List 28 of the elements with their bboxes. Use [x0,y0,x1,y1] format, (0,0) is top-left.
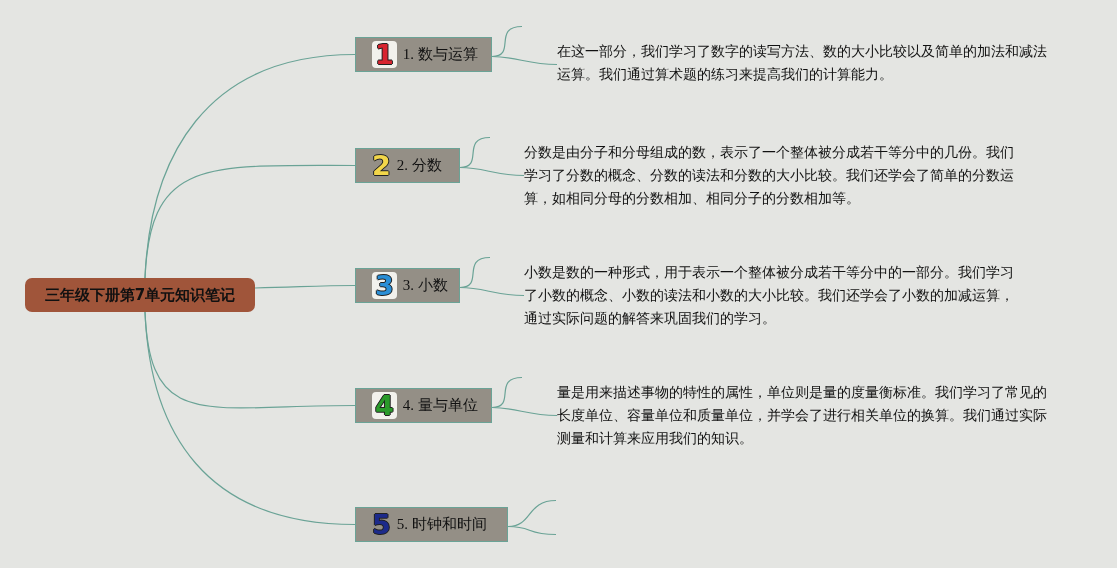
branch-line [491,406,558,417]
topic-box [355,268,460,303]
branch-line [254,284,356,289]
topic-label: 2. 分数 [396,156,442,175]
number-marker: 3 [372,272,397,299]
root-topic-box: 三年级下册第7单元知识笔记 [25,278,255,312]
description-text: 量是用来描述事物的特性的属性，单位则是量的度量衡标准。我们学习了常见的长度单位、容量单位和质量单位，并学会了进行相关单位的换算。我们通过实际测量和计算来应用我们的知识。 [557,381,1057,450]
number-marker: 4 [372,392,397,419]
branch-line [144,164,356,279]
number-marker: 1 [372,41,397,68]
description-text: 小数是数的一种形式，用于表示一个整体被分成若干等分中的一部分。我们学习了小数的概念、小数的读法和小数的大小比较。我们还学会了小数的加减运算，通过实际问题的解答来巩固我们的学习。 [524,261,1024,330]
topic-label: 4. 量与单位 [402,396,478,415]
number-marker: 5 [372,511,391,538]
topic-box [355,388,492,423]
topic-box [355,507,508,542]
topic-label: 3. 小数 [402,276,448,295]
topic-box [355,148,460,183]
branch-line [507,525,557,536]
topic-label: 1. 数与运算 [402,45,478,64]
branch-line [459,166,525,177]
topic-label: 5. 时钟和时间 [396,515,487,534]
topic-box [355,37,492,72]
branch-line [491,55,558,66]
description-text: 分数是由分子和分母组成的数，表示了一个整体被分成若干等分中的几份。我们学习了分数的概念、分数的读法和分数的大小比较。我们还学会了简单的分数运算，如相同分母的分数相加、相同分子的分数相加等。 [524,141,1024,210]
description-text: 在这一部分，我们学习了数字的读写方法、数的大小比较以及简单的加法和减法运算。我们通过算术题的练习来提高我们的计算能力。 [557,40,1057,86]
branch-line [459,286,525,297]
branch-line [144,311,356,526]
number-marker: 2 [372,152,391,179]
